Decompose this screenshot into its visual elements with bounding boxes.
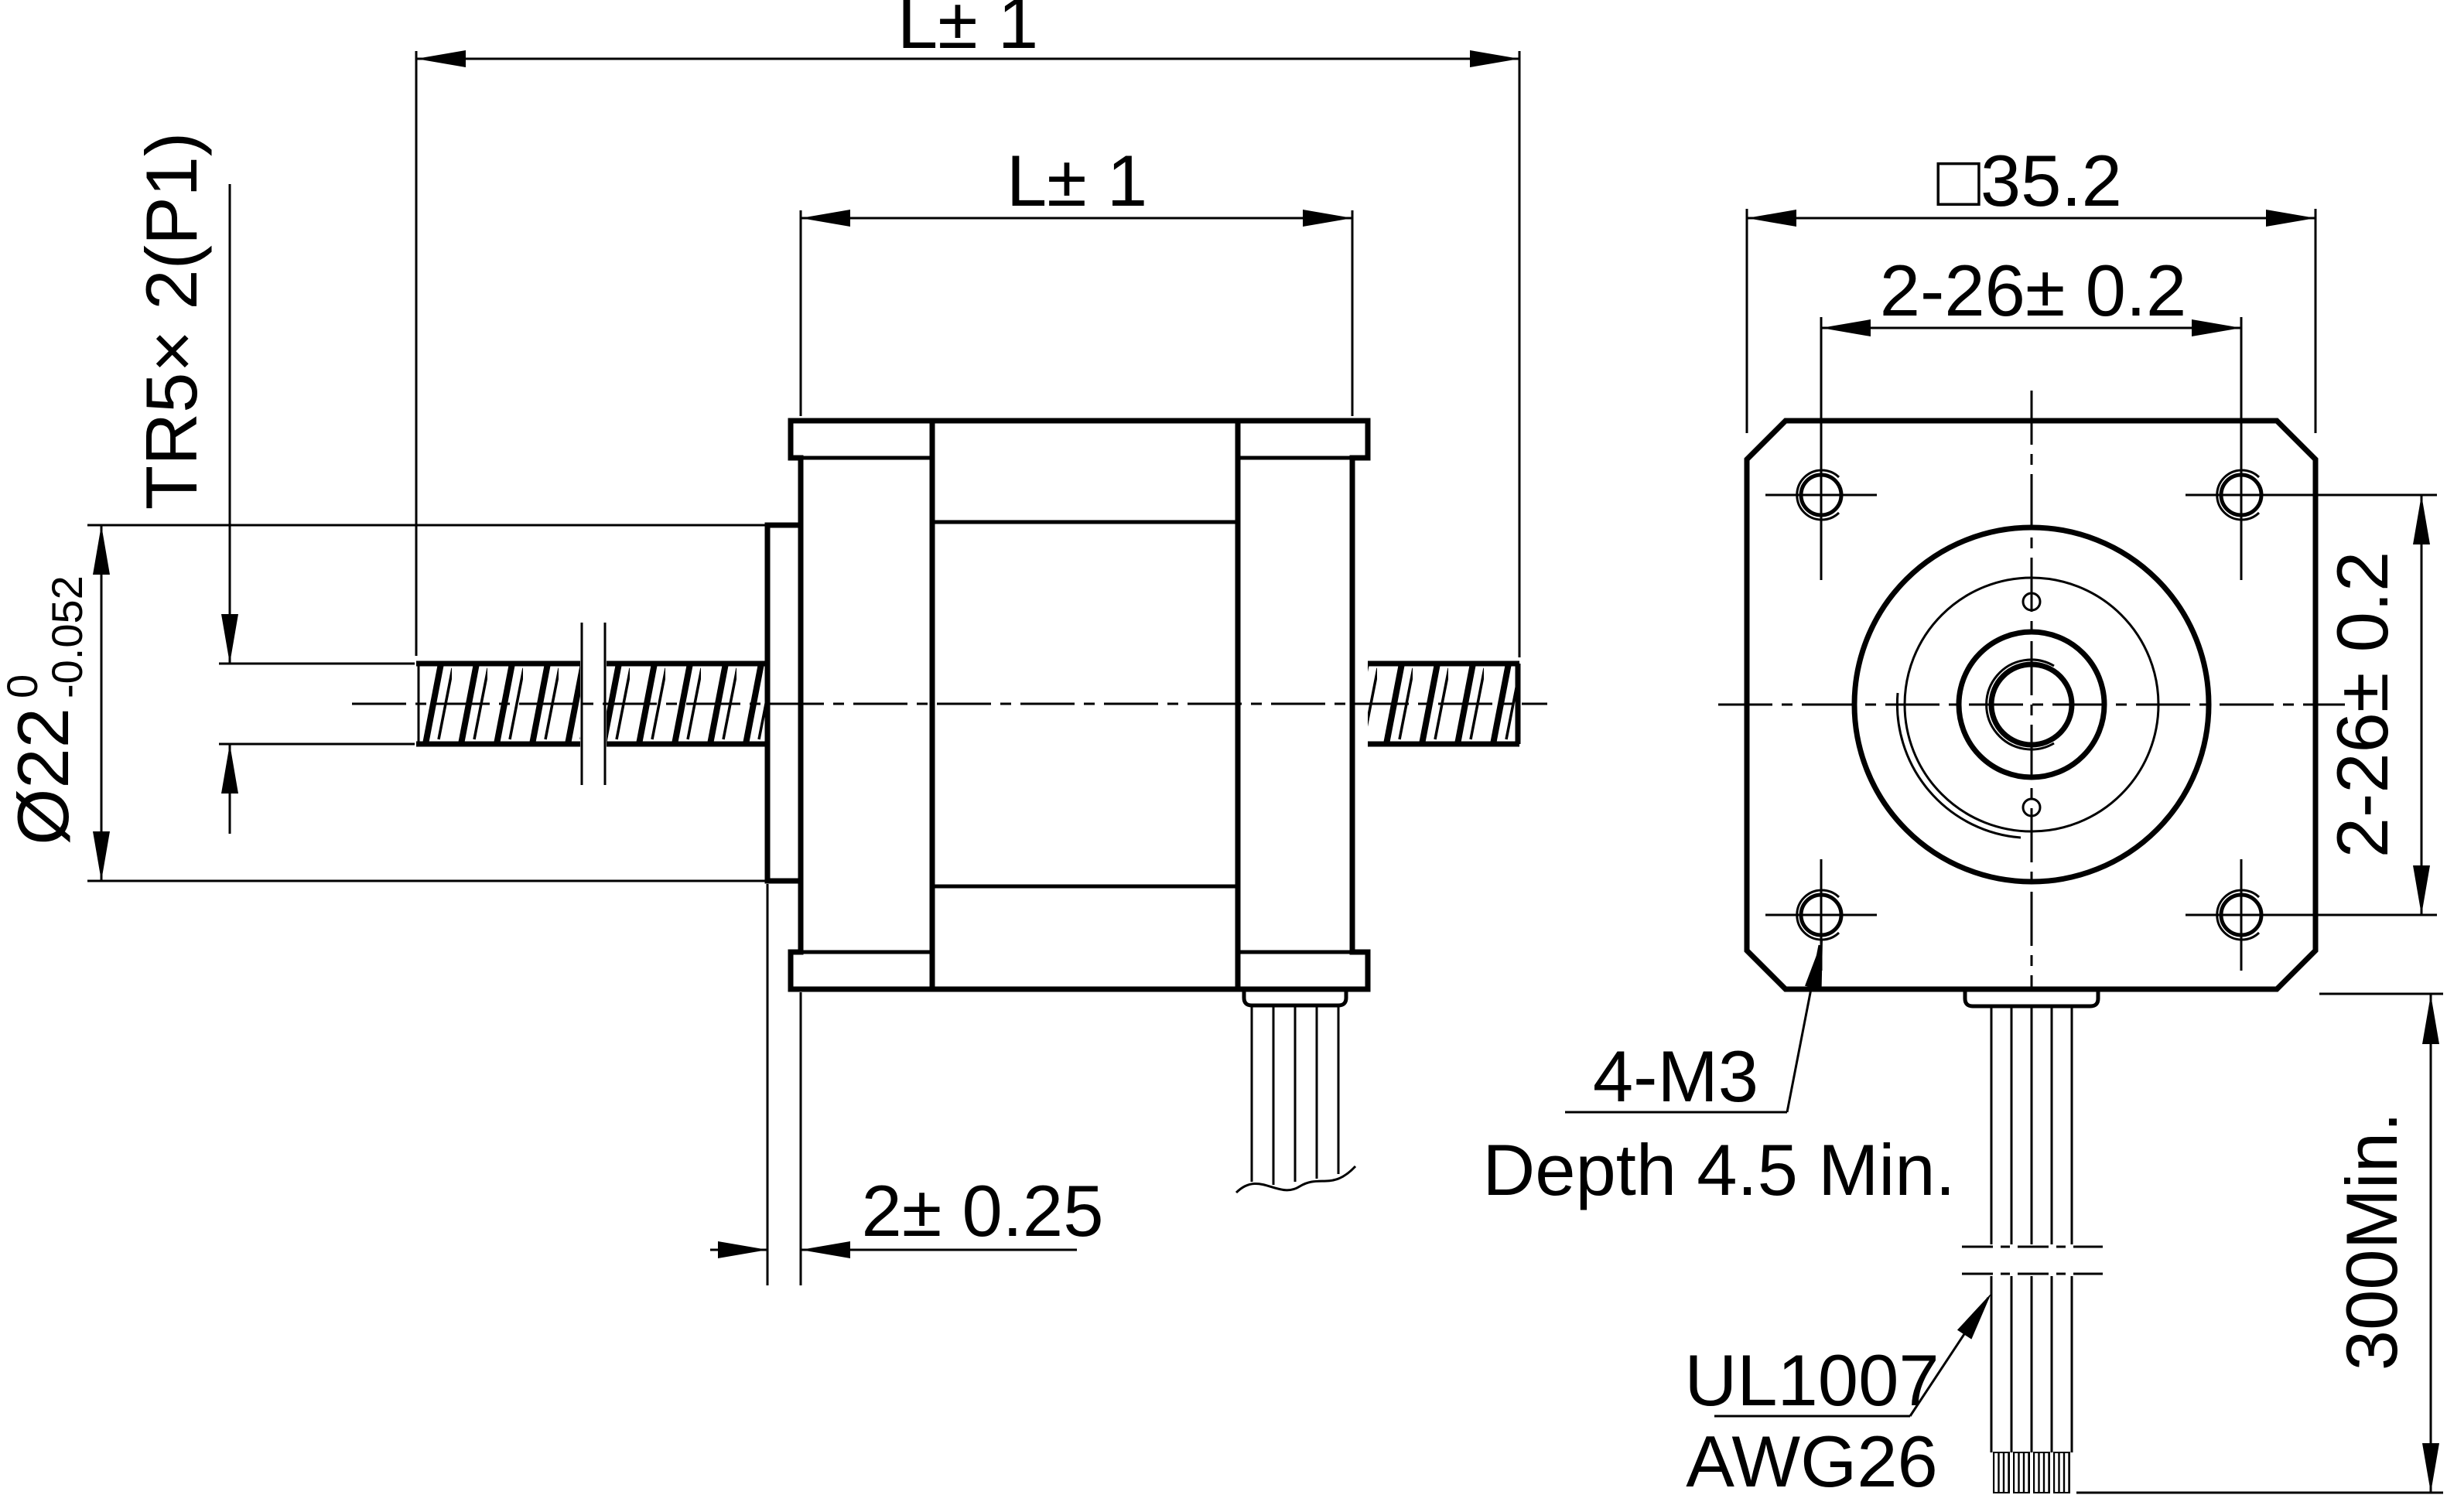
dim-boss-thickness: 2± 0.25: [710, 884, 1103, 1285]
callout-wires: UL1007 AWG26: [1684, 1288, 1999, 1502]
wire-break-wave: [1235, 1165, 1357, 1194]
front-view: □35.2 2-26± 0.2 2-26± 0.2 4-M3 Depth: [1482, 140, 2443, 1502]
wires-side: [1235, 1005, 1357, 1194]
dim-screw-thread-label: TR5× 2(P1): [131, 132, 212, 510]
callout-wires-line1: UL1007: [1684, 1340, 1939, 1421]
dim-body-length: L± 1: [799, 140, 1354, 416]
callout-wires-line2: AWG26: [1686, 1421, 1938, 1502]
dim-overall-length-label: L± 1: [897, 0, 1038, 63]
wire-stripped-end: [2033, 1452, 2050, 1493]
wires-front: [1962, 1006, 2103, 1493]
callout-holes-line1: 4-M3: [1593, 1036, 1758, 1117]
dim-boss-diameter-label: Ø22: [2, 708, 84, 845]
callout-holes-line2: Depth 4.5 Min.: [1482, 1129, 1955, 1210]
side-view: L± 1 L± 1 TR5× 2(P1): [0, 0, 1547, 1285]
callout-mounting-holes: 4-M3 Depth 4.5 Min.: [1482, 937, 1956, 1210]
dim-body-length-label: L± 1: [1006, 140, 1147, 221]
dim-hole-spacing-vertical-label: 2-26± 0.2: [2322, 551, 2403, 858]
dim-hole-spacing-horizontal: 2-26± 0.2: [1820, 250, 2243, 580]
dim-boss-diameter-tol-upper: 0: [0, 674, 46, 698]
hub-chamfer-arc: [1895, 692, 2022, 839]
dim-face-size-label: □35.2: [1936, 140, 2122, 221]
dim-boss-diameter-tol-lower: -0.052: [43, 575, 91, 698]
wire-stripped-end: [1993, 1452, 2010, 1493]
dim-wire-length-label: 300Min.: [2331, 1112, 2412, 1370]
dim-hole-spacing-vertical: 2-26± 0.2: [2186, 493, 2437, 916]
motor-face-outline: [1744, 418, 2319, 992]
dim-screw-thread: TR5× 2(P1): [131, 132, 415, 834]
dim-boss-thickness-label: 2± 0.25: [862, 1170, 1104, 1251]
wire-stripped-end: [2053, 1452, 2070, 1493]
dim-overall-length: L± 1: [415, 0, 1521, 657]
dim-face-size: □35.2: [1745, 140, 2317, 433]
dim-boss-diameter: Ø22 0 -0.052: [0, 524, 766, 882]
dim-wire-length: 300Min.: [2076, 992, 2443, 1494]
dim-hole-spacing-horizontal-label: 2-26± 0.2: [1880, 250, 2187, 331]
wire-stripped-end: [2013, 1452, 2030, 1493]
mounting-hole-bottom-left: [1765, 859, 1877, 971]
